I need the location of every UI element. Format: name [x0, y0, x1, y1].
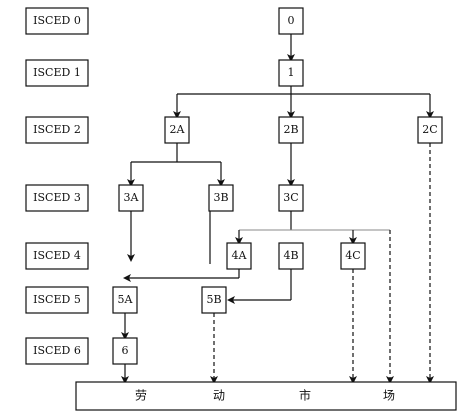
level-isced-1-box	[25, 59, 89, 87]
node-1-label: 1	[288, 66, 295, 79]
node-6: 6	[112, 337, 138, 365]
node-4a-label: 4A	[232, 249, 248, 262]
node-2c-label: 2C	[422, 123, 437, 136]
node-0-box	[278, 7, 304, 35]
node-1-box	[278, 59, 304, 87]
level-isced-2: ISCED 2	[25, 116, 89, 144]
level-isced-3: ISCED 3	[25, 184, 89, 212]
level-isced-6-box	[25, 337, 89, 365]
level-isced-0-label: ISCED 0	[33, 14, 81, 27]
level-isced-4: ISCED 4	[25, 242, 89, 270]
node-4c-box	[340, 242, 366, 270]
node-1: 1	[278, 59, 304, 87]
level-isced-5-label: ISCED 5	[33, 293, 81, 306]
level-column: ISCED 0 ISCED 1 ISCED 2 ISCED 3 ISCED 4 …	[25, 7, 89, 365]
nodes: 0 1 2A 2B 2C 3A 3B 3C	[112, 7, 443, 365]
labor-market-char-1: 劳	[135, 389, 147, 403]
node-4b: 4B	[278, 242, 304, 270]
node-6-box	[112, 337, 138, 365]
level-isced-3-label: ISCED 3	[33, 191, 81, 204]
node-2c-box	[417, 116, 443, 144]
labor-market-char-4: 场	[383, 389, 395, 403]
node-4c: 4C	[340, 242, 366, 270]
level-isced-5-box	[25, 286, 89, 314]
node-2a: 2A	[164, 116, 190, 144]
node-5b-label: 5B	[206, 293, 221, 306]
node-4c-label: 4C	[345, 249, 360, 262]
node-3b-box	[208, 184, 234, 212]
level-isced-6-label: ISCED 6	[33, 344, 81, 357]
level-isced-3-box	[25, 184, 89, 212]
node-6-label: 6	[122, 344, 129, 357]
node-2b-box	[278, 116, 304, 144]
node-2c: 2C	[417, 116, 443, 144]
node-5b: 5B	[201, 286, 227, 314]
node-5a-label: 5A	[118, 293, 134, 306]
node-2b-label: 2B	[283, 123, 298, 136]
labor-market-box	[75, 381, 457, 411]
labor-market: 劳 动 市 场	[75, 381, 457, 411]
node-0: 0	[278, 7, 304, 35]
labor-market-char-3: 市	[299, 388, 311, 403]
level-isced-0: ISCED 0	[25, 7, 89, 35]
node-3a-label: 3A	[124, 191, 140, 204]
node-3a: 3A	[118, 184, 144, 212]
node-3b: 3B	[208, 184, 234, 212]
level-isced-1: ISCED 1	[25, 59, 89, 87]
level-isced-5: ISCED 5	[25, 286, 89, 314]
node-2a-box	[164, 116, 190, 144]
node-5a-box	[112, 286, 138, 314]
node-5b-box	[201, 286, 227, 314]
level-isced-1-label: ISCED 1	[33, 66, 81, 79]
node-3c-box	[278, 184, 304, 212]
level-isced-6: ISCED 6	[25, 337, 89, 365]
labor-market-char-2: 动	[213, 389, 225, 403]
level-isced-4-label: ISCED 4	[33, 249, 81, 262]
node-3c: 3C	[278, 184, 304, 212]
level-isced-4-box	[25, 242, 89, 270]
node-2a-label: 2A	[170, 123, 186, 136]
node-4a: 4A	[226, 242, 252, 270]
node-2b: 2B	[278, 116, 304, 144]
connectors	[121, 34, 434, 384]
node-4a-box	[226, 242, 252, 270]
level-isced-0-box	[25, 7, 89, 35]
node-0-label: 0	[288, 14, 295, 27]
node-4b-box	[278, 242, 304, 270]
node-3a-box	[118, 184, 144, 212]
level-isced-2-box	[25, 116, 89, 144]
level-isced-2-label: ISCED 2	[33, 123, 81, 136]
node-3c-label: 3C	[283, 191, 298, 204]
node-3b-label: 3B	[213, 191, 228, 204]
node-4b-label: 4B	[283, 249, 298, 262]
node-5a: 5A	[112, 286, 138, 314]
